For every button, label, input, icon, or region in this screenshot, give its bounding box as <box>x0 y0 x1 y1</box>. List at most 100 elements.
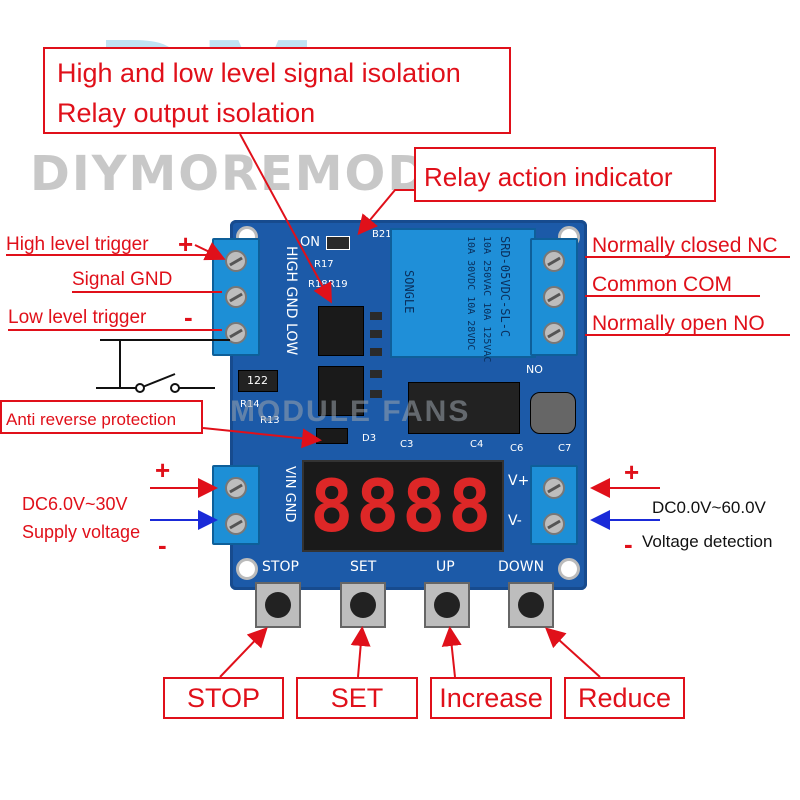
silk-b21: B21 <box>372 229 392 240</box>
detect-plus: + <box>624 457 640 487</box>
silk-d3: D3 <box>362 433 377 444</box>
silk-vminus: V- <box>508 513 522 529</box>
reduce-label: Reduce <box>564 677 685 719</box>
no-label: Normally open NO <box>592 312 765 335</box>
detect-range: DC0.0V~60.0V <box>652 498 766 517</box>
silk-down: DOWN <box>498 559 545 575</box>
power-terminal <box>212 465 260 545</box>
anti-reverse-arrow <box>202 427 322 449</box>
display-digit-2: 8 <box>356 464 400 548</box>
mount-hole-bl <box>236 558 258 580</box>
display-digit-3: 8 <box>402 464 446 548</box>
relay-indicator-label: Relay action indicator <box>424 162 673 192</box>
up-button[interactable] <box>424 582 470 628</box>
silk-c4: C4 <box>470 439 484 450</box>
smd-4 <box>370 370 382 378</box>
silk-vplus: V+ <box>508 473 530 489</box>
optocoupler-2 <box>318 366 364 416</box>
microcontroller <box>408 382 520 434</box>
relay-indicator-callout: Relay action indicator <box>414 147 716 202</box>
set-arrow <box>350 626 371 678</box>
regulator-chip: 122 <box>238 370 278 392</box>
stop-button[interactable] <box>255 582 301 628</box>
silk-c6: C6 <box>510 443 524 454</box>
silk-r19: R19 <box>328 279 348 290</box>
nc-label: Normally closed NC <box>592 234 778 257</box>
relay: SRD-05VDC-SL-C 10A 250VAC 10A 125VAC 10A… <box>390 228 536 362</box>
silk-r14: R14 <box>240 399 260 410</box>
supply-label: Supply voltage <box>22 522 141 542</box>
screw-gnd-power[interactable] <box>225 513 247 535</box>
screw-no[interactable] <box>543 322 565 344</box>
high-trigger-link <box>194 242 226 261</box>
increase-arrow <box>441 626 462 678</box>
screw-high[interactable] <box>225 250 247 272</box>
screw-nc[interactable] <box>543 250 565 272</box>
silk-r13: R13 <box>260 415 280 426</box>
silk-no: NO <box>526 363 543 376</box>
high-trigger-label: High level trigger <box>6 234 149 255</box>
screw-low[interactable] <box>225 322 247 344</box>
down-button[interactable] <box>508 582 554 628</box>
silk-r17: R17 <box>314 259 334 270</box>
switch-contact-b <box>170 383 180 393</box>
supply-plus: + <box>155 455 171 485</box>
silk-on: ON <box>300 235 320 250</box>
switch-contact-a <box>135 383 145 393</box>
anti-reverse-callout: Anti reverse protection <box>0 400 203 434</box>
low-trigger-minus: - <box>184 302 193 332</box>
detect-minus: - <box>624 529 633 559</box>
isolation-arrow <box>239 133 332 304</box>
silk-stop: STOP <box>262 559 299 575</box>
pcb-board: ON B21 R17 R18 R19 HIGH GND LOW 122 R14 … <box>212 220 587 590</box>
low-trigger-label: Low level trigger <box>8 307 147 328</box>
stop-label: STOP <box>163 677 284 719</box>
smd-2 <box>370 330 382 338</box>
signal-gnd-label: Signal GND <box>72 269 173 290</box>
high-trigger-plus: + <box>178 229 194 259</box>
anti-reverse-label: Anti reverse protection <box>6 410 177 429</box>
set-label: SET <box>296 677 418 719</box>
crystal <box>530 392 576 434</box>
silk-set: SET <box>350 559 377 575</box>
screw-vminus[interactable] <box>543 513 565 535</box>
fans-watermark: MODULE FANS <box>230 395 471 428</box>
stop-button-cap <box>265 592 291 618</box>
up-button-cap <box>434 592 460 618</box>
relay-led <box>326 236 350 250</box>
smd-5 <box>370 390 382 398</box>
detect-terminal <box>530 465 578 545</box>
mount-hole-br <box>558 558 580 580</box>
screw-com[interactable] <box>543 286 565 308</box>
increase-label: Increase <box>430 677 552 719</box>
com-label: Common COM <box>592 273 733 296</box>
down-button-cap <box>518 592 544 618</box>
display-digit-4: 8 <box>448 464 492 548</box>
screw-gnd[interactable] <box>225 286 247 308</box>
silk-c3: C3 <box>400 439 414 450</box>
stop-arrow <box>219 627 268 678</box>
display-digit-1: 8 <box>310 464 354 548</box>
set-button[interactable] <box>340 582 386 628</box>
supply-minus: - <box>158 530 167 560</box>
relay-indicator-arrow <box>357 189 414 236</box>
isolation-callout: High and low level signal isolation Rela… <box>43 47 511 134</box>
supply-range: DC6.0V~30V <box>22 494 128 514</box>
screw-vplus[interactable] <box>543 477 565 499</box>
silk-chip-code: 122 <box>247 374 268 387</box>
smd-1 <box>370 312 382 320</box>
set-button-cap <box>350 592 376 618</box>
reduce-arrow <box>545 627 601 678</box>
relay-terminal <box>530 238 578 356</box>
seven-segment-display: 8 8 8 8 <box>302 460 504 552</box>
screw-vin[interactable] <box>225 477 247 499</box>
isolation-line-2: Relay output isolation <box>57 98 316 128</box>
detect-label: Voltage detection <box>642 532 773 551</box>
optocoupler-1 <box>318 306 364 356</box>
silk-c7: C7 <box>558 443 572 454</box>
switch-blade <box>139 373 176 389</box>
isolation-line-1: High and low level signal isolation <box>57 58 461 88</box>
smd-3 <box>370 348 382 356</box>
silk-up: UP <box>436 559 455 575</box>
